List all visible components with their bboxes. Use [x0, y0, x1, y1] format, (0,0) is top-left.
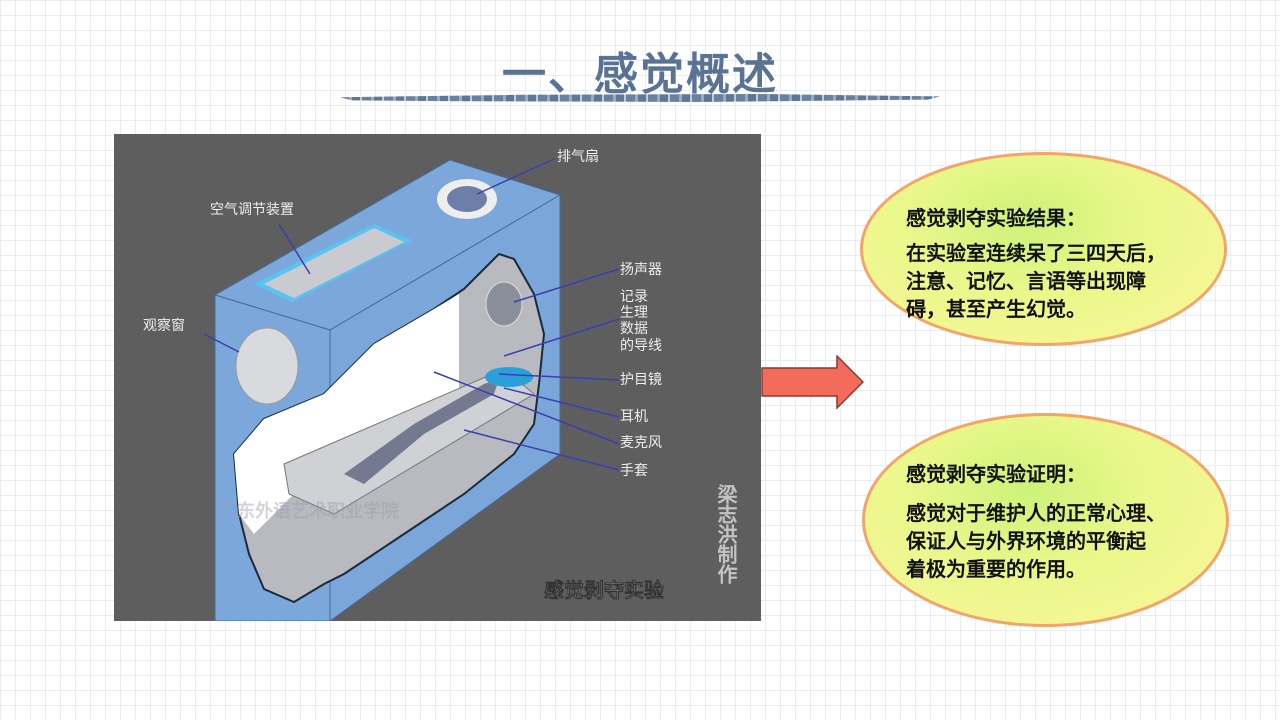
result-line-2: 注意、记忆、言语等出现障 — [906, 269, 1146, 293]
label-speaker: 扬声器 — [620, 262, 662, 278]
proof-line-2: 保证人与外界环境的平衡起 — [906, 529, 1146, 553]
result-bubble: 感觉剥夺实验结果： 在实验室连续呆了三四天后， 注意、记忆、言语等出现障 碍，甚… — [860, 152, 1227, 346]
watermark: 广东外语艺术职业学院 — [219, 500, 399, 522]
proof-line-1: 感觉对于维护人的正常心理、 — [906, 501, 1166, 525]
diagram-caption: 感觉剥夺实验 — [544, 578, 664, 602]
pillow-icon — [485, 367, 533, 387]
slide-title: 一、感觉概述 — [502, 49, 778, 100]
label-air-conditioner: 空气调节装置 — [210, 202, 294, 218]
label-gloves: 手套 — [620, 463, 648, 479]
label-observation-window: 观察窗 — [143, 317, 185, 334]
right-arrow-icon — [761, 355, 864, 409]
label-wire-3: 数据 — [620, 321, 648, 337]
label-goggles: 护目镜 — [620, 372, 662, 388]
label-exhaust-fan: 排气扇 — [557, 149, 599, 165]
proof-line-3: 着极为重要的作用。 — [906, 557, 1086, 581]
proof-heading: 感觉剥夺实验证明： — [906, 462, 1086, 486]
label-wire-2: 生理 — [620, 305, 648, 321]
leader-lines — [203, 158, 620, 471]
person-icon — [344, 379, 499, 484]
label-headphones: 耳机 — [620, 409, 648, 425]
observation-window-icon — [235, 327, 299, 405]
label-wire-4: 的导线 — [620, 338, 662, 354]
label-microphone: 麦克风 — [620, 435, 662, 451]
label-wire-1: 记录 — [620, 289, 648, 305]
proof-bubble: 感觉剥夺实验证明： 感觉对于维护人的正常心理、 保证人与外界环境的平衡起 着极为… — [862, 413, 1229, 627]
result-line-1: 在实验室连续呆了三四天后， — [906, 241, 1166, 265]
author-stamp: 梁志洪制作 — [714, 483, 738, 584]
result-line-3: 碍，甚至产生幻觉。 — [906, 297, 1086, 321]
speaker-icon — [485, 281, 523, 327]
title-underline — [340, 94, 940, 102]
result-heading: 感觉剥夺实验结果： — [906, 206, 1086, 230]
sensory-deprivation-diagram: 排气扇 空气调节装置 观察窗 扬声器 记录 生理 数据 的导线 护目镜 耳机 麦… — [114, 134, 761, 621]
